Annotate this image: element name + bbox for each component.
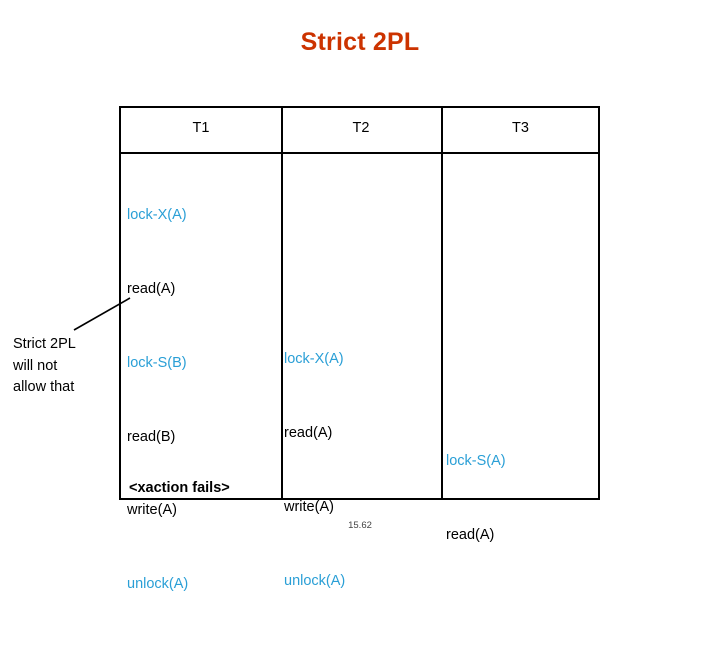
slide: Strict 2PL T1 T2 T3 lock-X(A) read(A) lo…	[13, 28, 600, 592]
t1-op-0: lock-X(A)	[127, 207, 187, 224]
t1-op-1: read(A)	[127, 280, 176, 297]
annotation-text: Strict 2PL will not allow that	[13, 336, 76, 395]
t1-op-3: read(B)	[127, 428, 176, 445]
t2-operations: lock-X(A) read(A) write(A) unlock(A)	[284, 298, 345, 642]
t2-op-1: read(A)	[284, 424, 333, 441]
table-header-row	[121, 108, 598, 154]
page-title: Strict 2PL	[300, 28, 420, 56]
slide-number: 15.62	[348, 520, 372, 531]
column-header-t1: T1	[192, 120, 210, 136]
t1-op-5: unlock(A)	[127, 576, 189, 593]
schedule-table: T1 T2 T3 lock-X(A) read(A) lock-S(B) rea…	[119, 106, 600, 592]
column-divider-2	[441, 108, 443, 498]
t1-op-2: lock-S(B)	[127, 354, 187, 371]
t1-operations: lock-X(A) read(A) lock-S(B) read(B) writ…	[127, 154, 188, 646]
t2-op-2: write(A)	[284, 498, 334, 515]
pointer-arrow-icon	[73, 297, 131, 331]
t3-op-0: lock-S(A)	[446, 453, 506, 470]
xaction-fails-note: <xaction fails>	[129, 480, 230, 496]
t2-op-3: unlock(A)	[284, 572, 346, 589]
column-header-t2: T2	[352, 120, 370, 136]
t3-operations: lock-S(A) read(A)	[446, 400, 506, 597]
t1-op-4: write(A)	[127, 502, 177, 519]
t3-op-1: read(A)	[446, 526, 495, 543]
t2-op-0: lock-X(A)	[284, 351, 344, 368]
column-header-t3: T3	[512, 120, 529, 136]
column-divider-1	[281, 108, 283, 498]
